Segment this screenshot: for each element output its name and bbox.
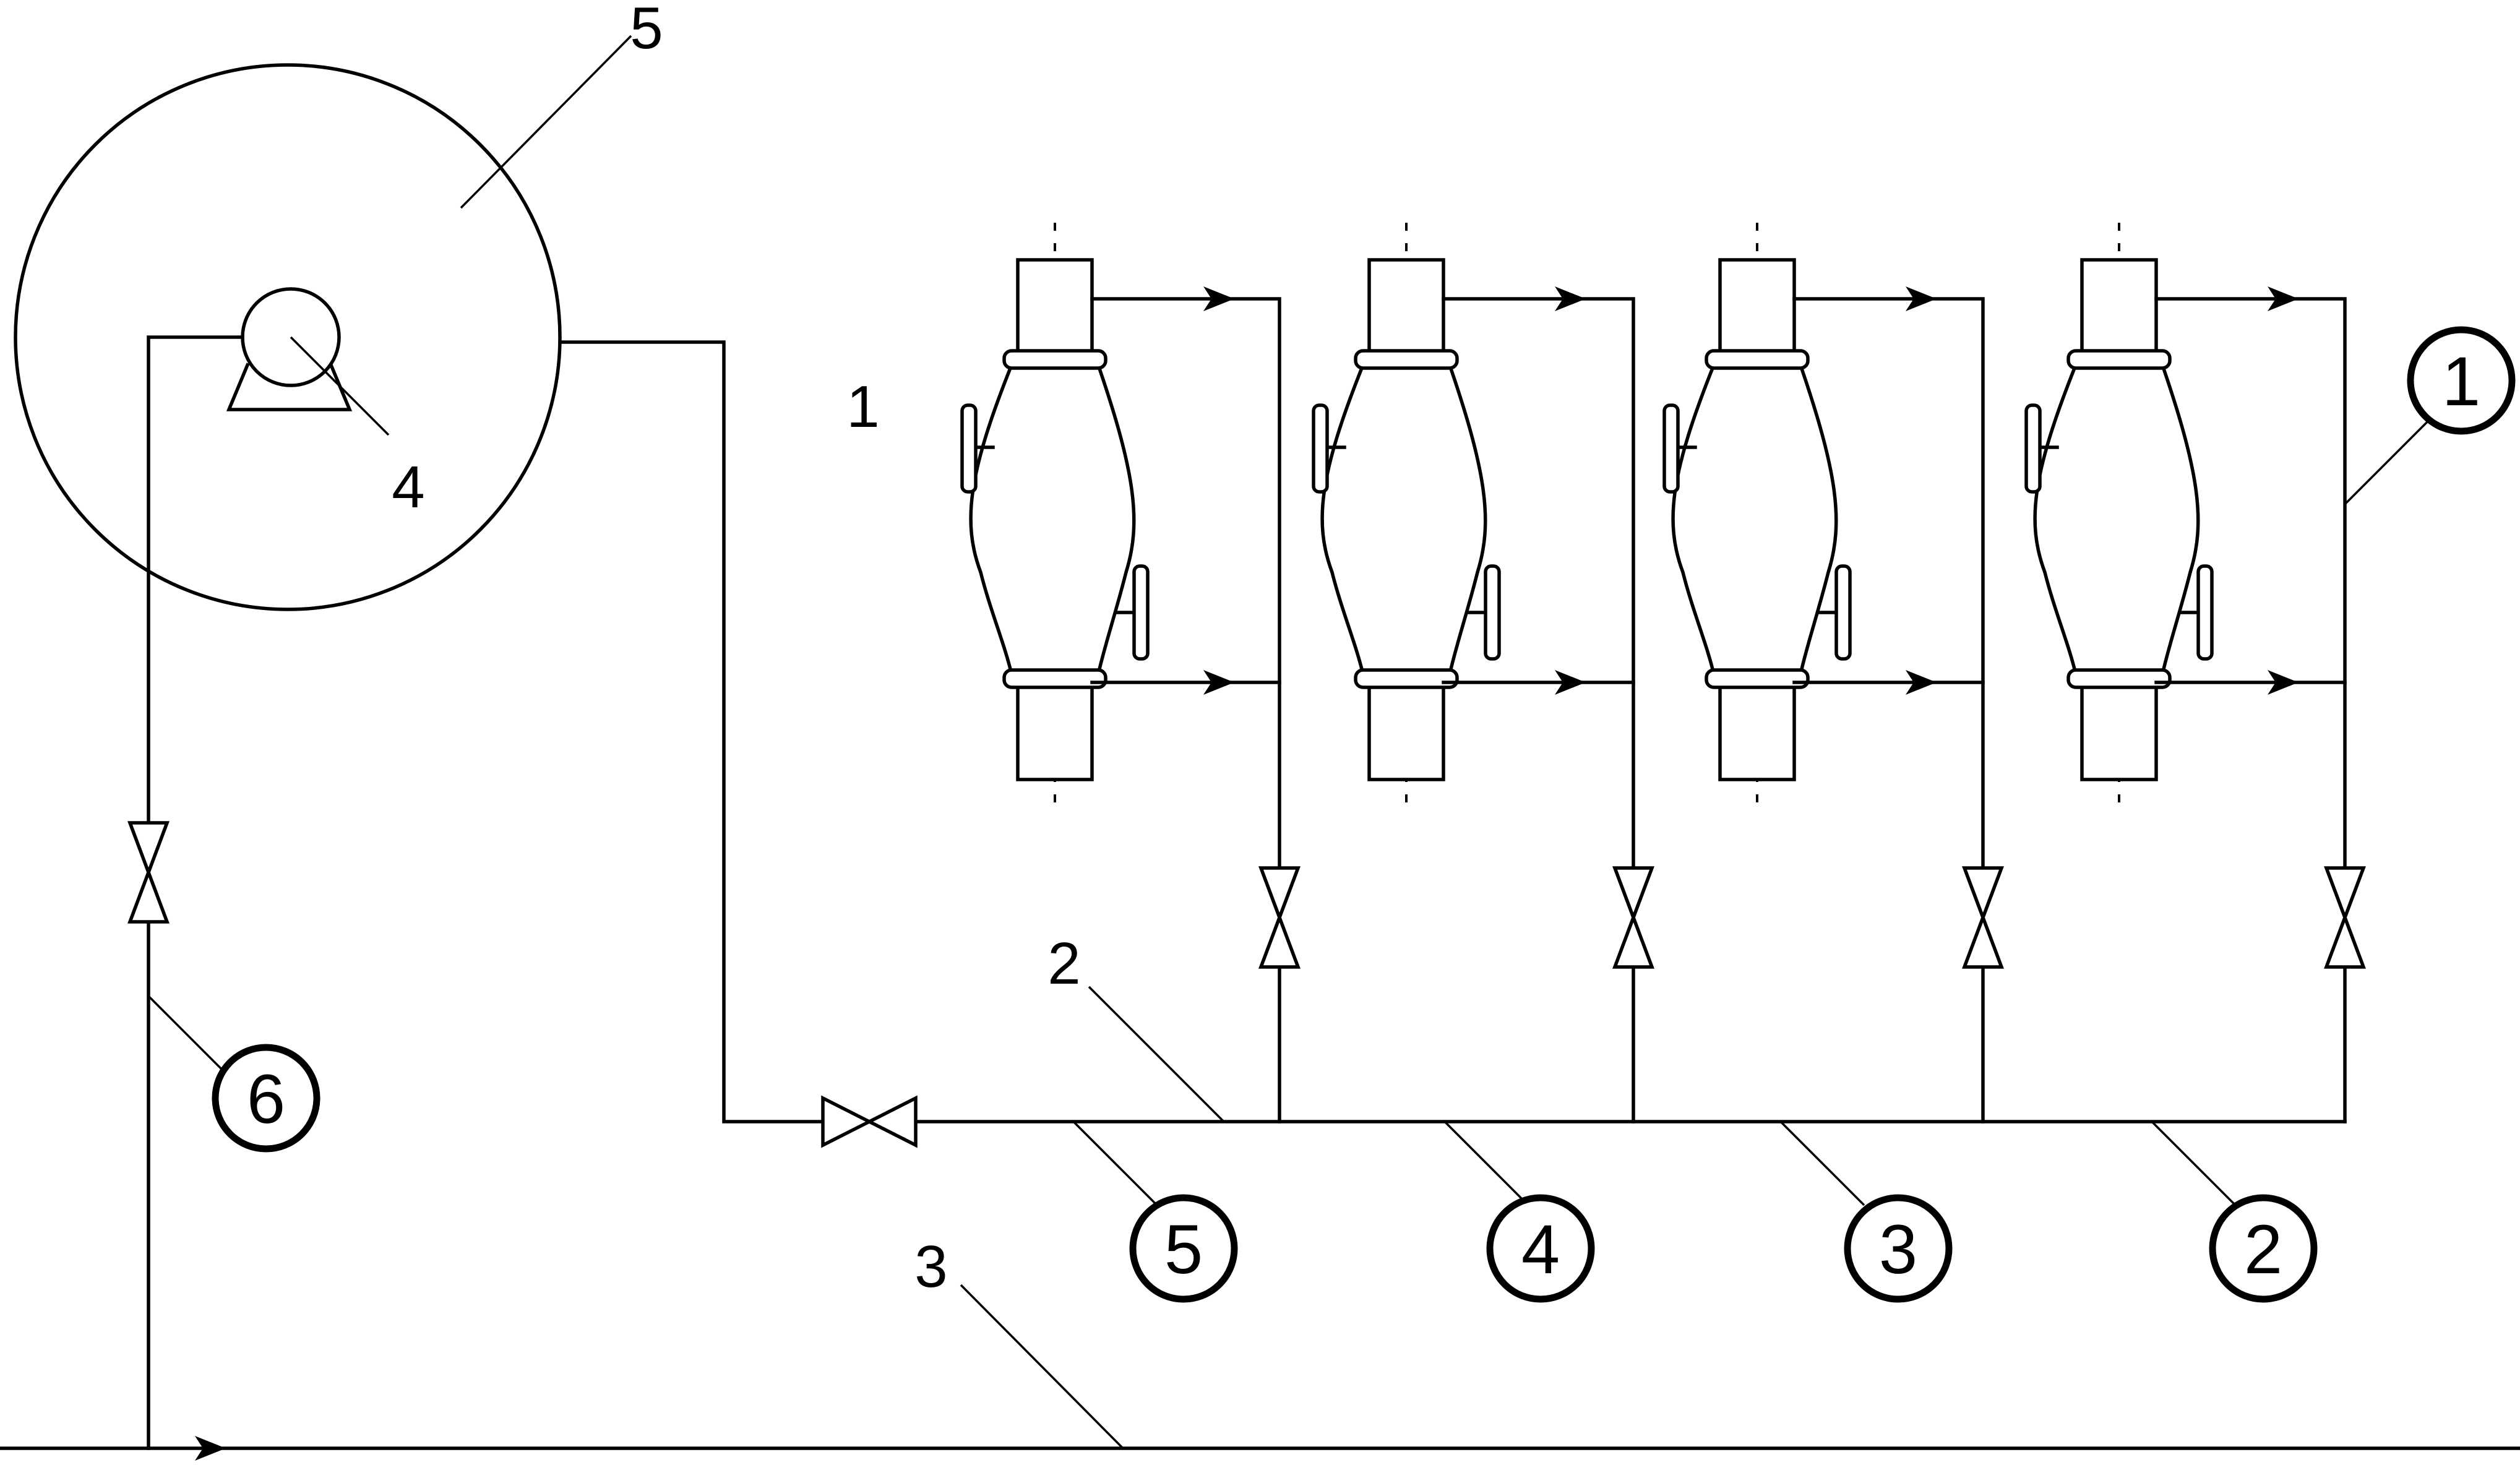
svg-text:5: 5	[1164, 1211, 1203, 1288]
tank-outlet-line	[558, 340, 2347, 1123]
bottom-flow-arrow-2	[1555, 670, 1586, 695]
return-valve-icon-2	[1615, 868, 1652, 967]
leader-pump	[290, 336, 390, 436]
leader-c2	[2151, 1120, 2237, 1206]
column-4	[2026, 223, 2212, 814]
leader-c3	[1779, 1120, 1865, 1206]
pump-discharge-line	[147, 335, 244, 1450]
top-flow-arrow-2	[1555, 286, 1586, 311]
return-line-2	[1442, 297, 1635, 1123]
circled-label-5: 5	[1129, 1194, 1238, 1303]
return-valve-icon-4	[2326, 868, 2363, 967]
return-line-4	[2154, 297, 2347, 1123]
pump-icon	[226, 287, 353, 411]
label-header: 2	[1047, 930, 1080, 997]
top-flow-arrow-3	[1906, 286, 1937, 311]
label-drain: 3	[914, 1234, 947, 1300]
leader-tank	[460, 35, 632, 209]
riser-valve-icon	[130, 823, 167, 922]
leader-header	[1088, 986, 1225, 1123]
return-valve-icon-1	[1261, 868, 1298, 967]
circled-label-3: 3	[1844, 1194, 1953, 1303]
bottom-flow-arrow-3	[1906, 670, 1937, 695]
column-3	[1664, 223, 1850, 814]
label-pump: 4	[392, 454, 424, 520]
return-line-3	[1792, 297, 1985, 1123]
column-2	[1314, 223, 1499, 814]
bottom-flow-arrow-1	[1203, 670, 1234, 695]
leader-c6	[147, 995, 233, 1081]
label-column: 1	[846, 374, 879, 440]
drain-flow-arrow	[195, 1436, 226, 1461]
column-1	[962, 223, 1148, 814]
top-flow-arrow-1	[1203, 286, 1234, 311]
svg-text:6: 6	[247, 1060, 285, 1138]
circled-label-6: 6	[212, 1044, 320, 1153]
return-line-1	[1090, 297, 1281, 1123]
leader-c1	[2344, 419, 2430, 505]
circled-label-2: 2	[2209, 1194, 2318, 1303]
bottom-flow-arrow-4	[2268, 670, 2299, 695]
tank	[14, 63, 562, 611]
circled-label-1: 1	[2407, 326, 2516, 435]
return-valve-icon-3	[1964, 868, 2002, 967]
header-valve-icon	[821, 1095, 918, 1148]
svg-text:4: 4	[1521, 1211, 1560, 1288]
leader-drain	[960, 1284, 1124, 1450]
svg-text:1: 1	[2442, 343, 2480, 420]
label-tank: 5	[630, 0, 663, 61]
top-flow-arrow-4	[2268, 286, 2299, 311]
leader-c5	[1072, 1120, 1158, 1206]
svg-text:2: 2	[2244, 1211, 2282, 1288]
circled-label-4: 4	[1486, 1194, 1595, 1303]
leader-c4	[1443, 1120, 1529, 1206]
svg-text:3: 3	[1879, 1211, 1917, 1288]
